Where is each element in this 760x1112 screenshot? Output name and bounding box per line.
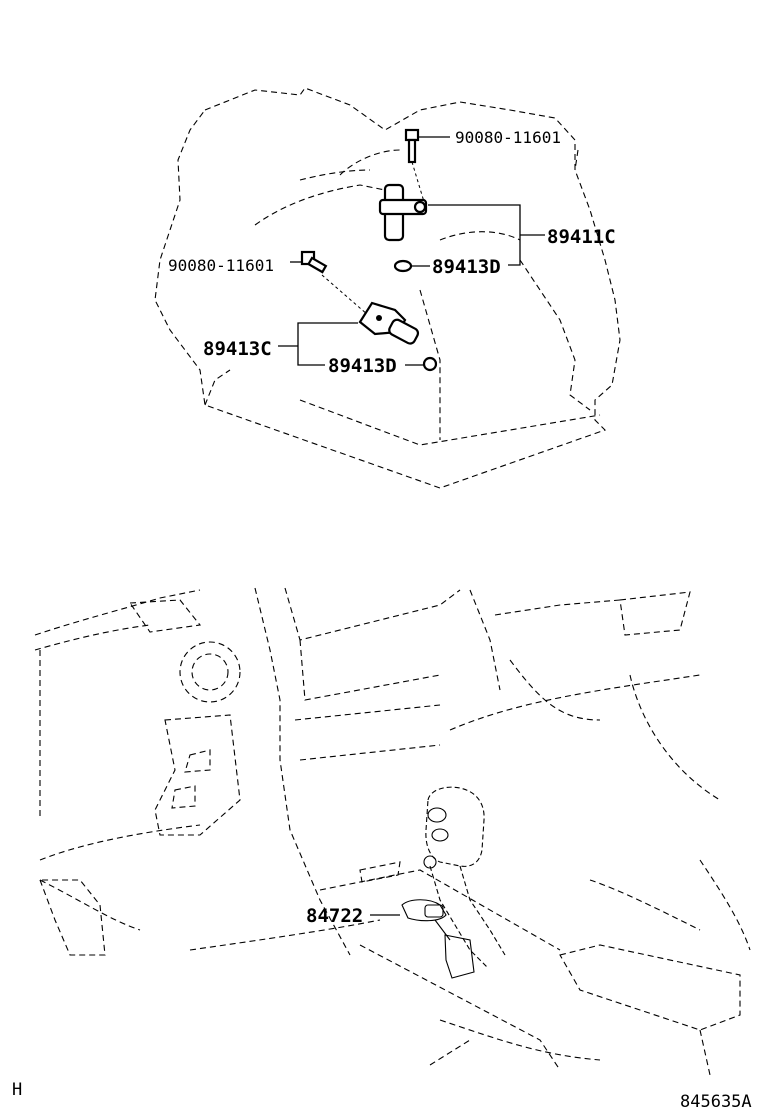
oring-lower bbox=[405, 356, 438, 372]
callout-bolt-left: 90080-11601 bbox=[168, 256, 274, 275]
footer-mark: H bbox=[12, 1080, 22, 1100]
transmission-outline bbox=[154, 87, 621, 489]
callout-oring-lower: 89413D bbox=[328, 355, 397, 377]
callout-oring-upper: 89413D bbox=[432, 256, 501, 278]
shift-lever bbox=[423, 786, 506, 969]
callout-sensor-lower: 89413C bbox=[203, 338, 272, 360]
callout-shift-switch: 84722 bbox=[306, 905, 363, 927]
diagram-id: 845635A bbox=[680, 1092, 752, 1112]
sensor-upper bbox=[378, 183, 428, 242]
bolt-left bbox=[290, 250, 328, 274]
shift-switch bbox=[370, 899, 475, 979]
sensor-lower bbox=[358, 301, 420, 345]
callout-sensor-upper: 89411C bbox=[547, 226, 616, 248]
bolt-upper bbox=[404, 128, 450, 164]
oring-upper bbox=[393, 259, 430, 273]
console-outline bbox=[34, 587, 751, 1076]
callout-bolt-upper: 90080-11601 bbox=[455, 128, 561, 147]
